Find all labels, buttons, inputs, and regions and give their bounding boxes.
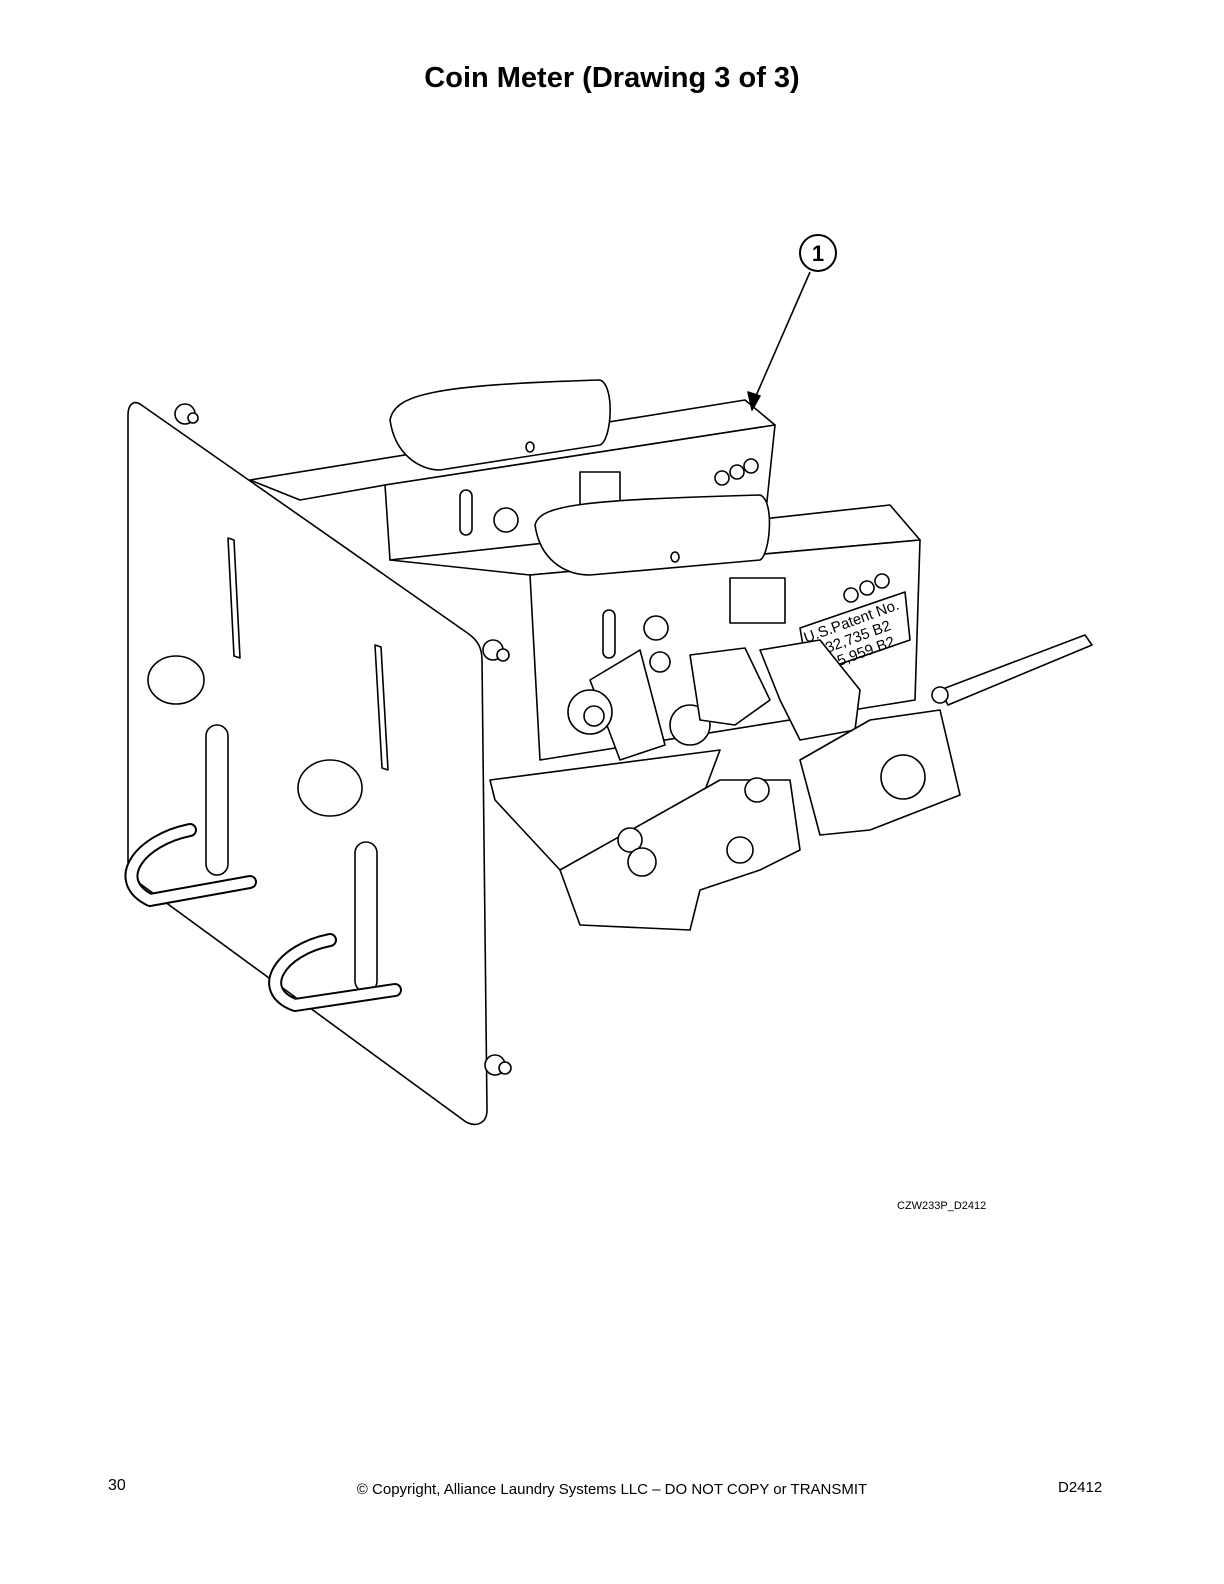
page-number: 30 xyxy=(108,1477,126,1494)
callout-number: 1 xyxy=(812,241,824,266)
coin-mechanism xyxy=(489,634,1093,931)
copyright-notice: © Copyright, Alliance Laundry Systems LL… xyxy=(356,1481,868,1498)
callout-1: 1 xyxy=(747,234,837,411)
drawing-code: CZW233P_D2412 xyxy=(897,1200,987,1212)
front-plate xyxy=(124,401,512,1126)
document-id: D2412 xyxy=(1058,1479,1103,1496)
page-title: Coin Meter (Drawing 3 of 3) xyxy=(424,62,800,94)
